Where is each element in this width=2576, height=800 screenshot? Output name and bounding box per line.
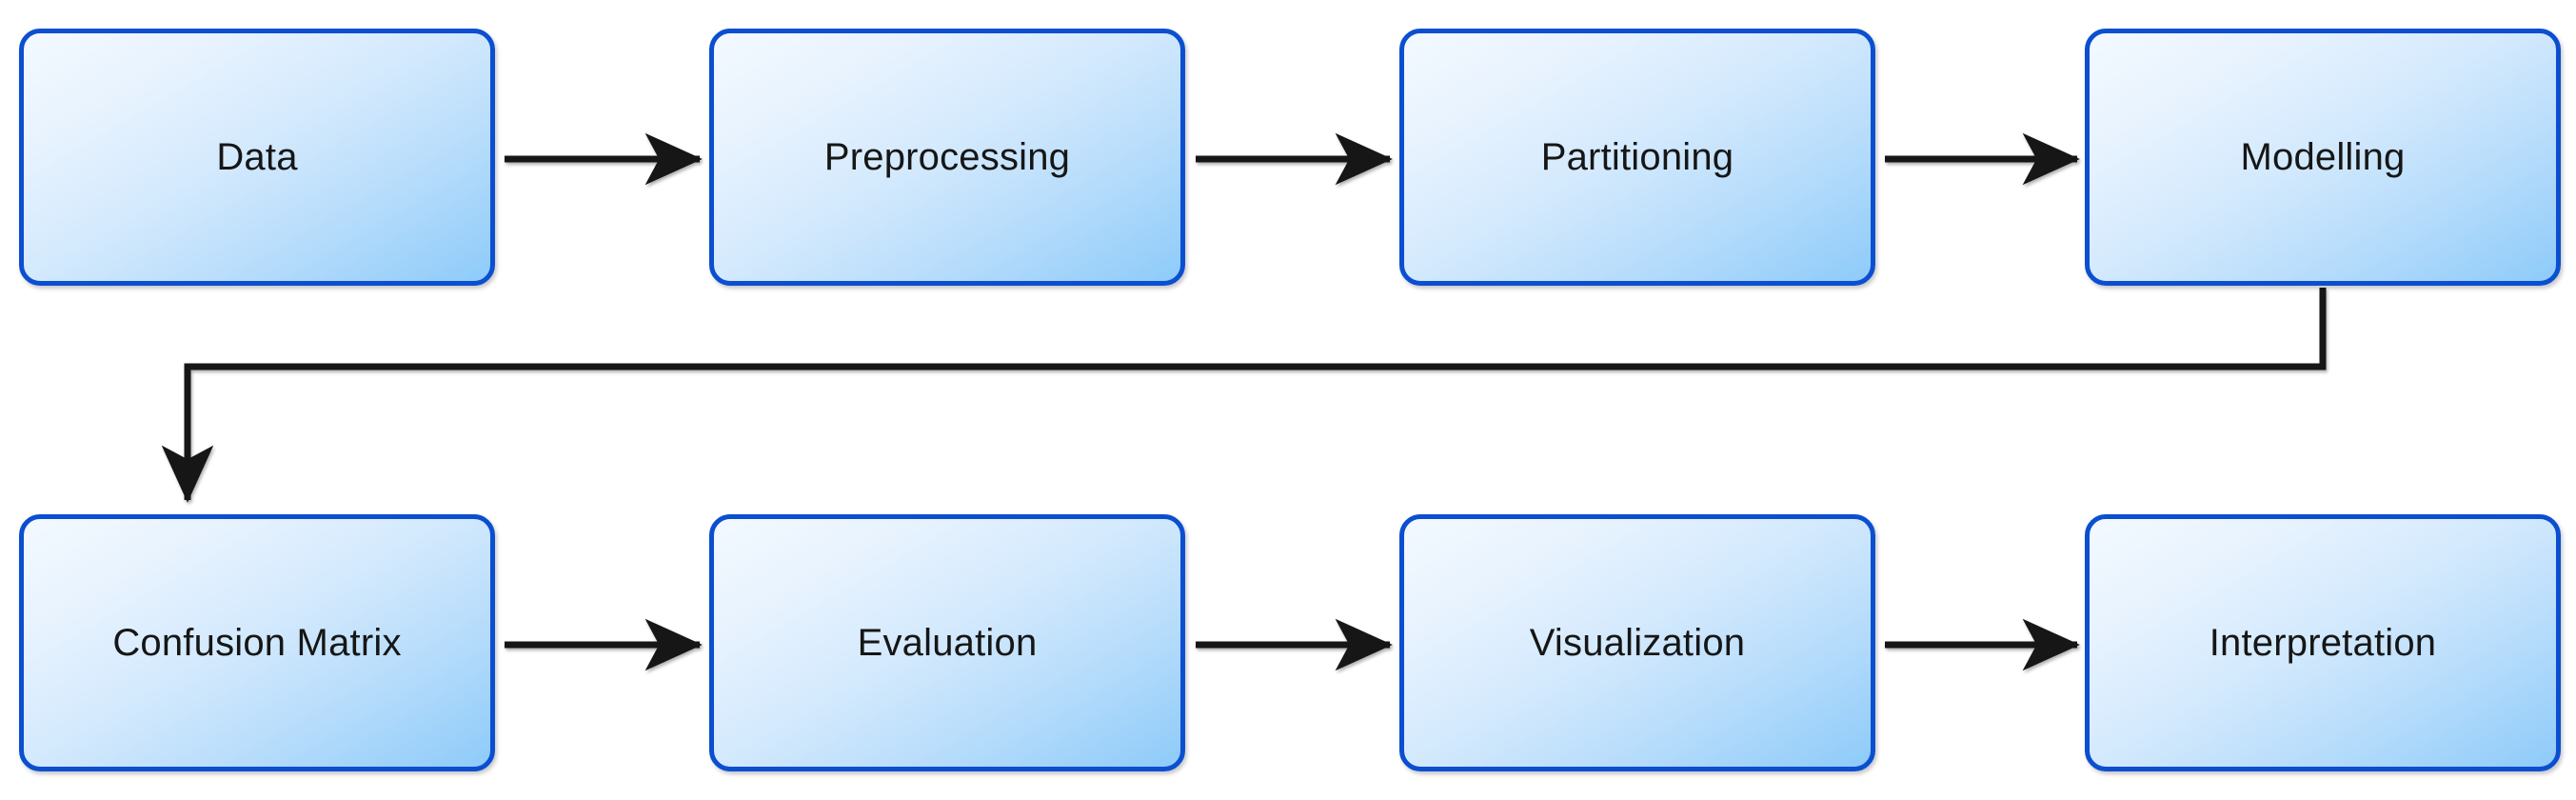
node-modelling[interactable]: Modelling — [2085, 29, 2561, 286]
node-confusion-matrix-label: Confusion Matrix — [112, 622, 402, 664]
node-data[interactable]: Data — [19, 29, 495, 286]
edge-modelling-to-confusion-matrix — [161, 288, 2327, 503]
node-evaluation[interactable]: Evaluation — [709, 514, 1185, 771]
node-visualization[interactable]: Visualization — [1399, 514, 1875, 771]
node-interpretation-label: Interpretation — [2209, 622, 2437, 664]
node-modelling-label: Modelling — [2240, 136, 2406, 178]
node-confusion-matrix[interactable]: Confusion Matrix — [19, 514, 495, 771]
node-preprocessing-label: Preprocessing — [823, 136, 1071, 178]
node-evaluation-label: Evaluation — [857, 622, 1038, 664]
node-preprocessing[interactable]: Preprocessing — [709, 29, 1185, 286]
node-partitioning-label: Partitioning — [1540, 136, 1734, 178]
node-interpretation[interactable]: Interpretation — [2085, 514, 2561, 771]
node-data-label: Data — [216, 136, 298, 178]
node-partitioning[interactable]: Partitioning — [1399, 29, 1875, 286]
node-visualization-label: Visualization — [1529, 622, 1746, 664]
